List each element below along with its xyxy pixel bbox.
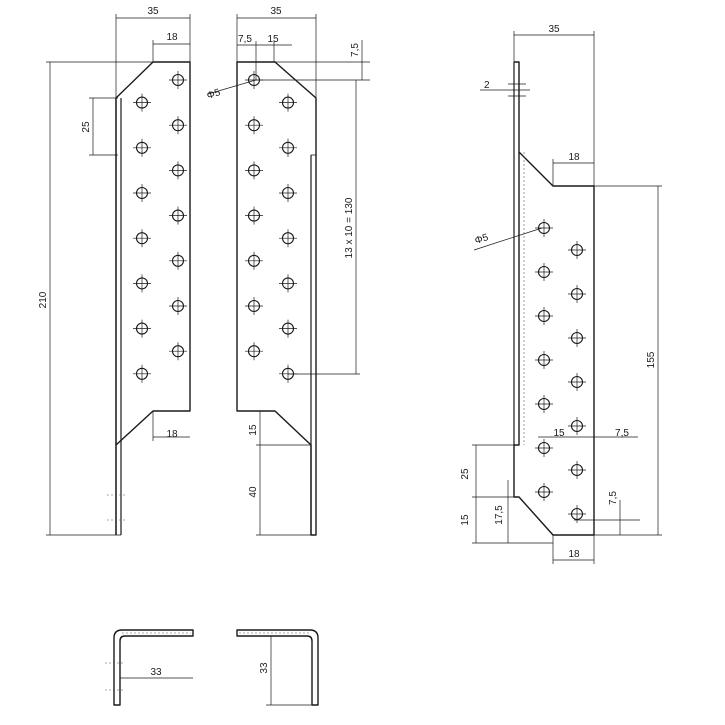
bolt-hole [535, 263, 553, 281]
bolt-hole [535, 351, 553, 369]
bolt-hole [169, 116, 187, 135]
dim-label-35: 35 [270, 6, 282, 17]
bolt-hole [568, 373, 586, 391]
top-view-left: 33 [105, 629, 194, 706]
dim-label-155: 155 [646, 351, 657, 368]
dim-label-15-side: 15 [460, 514, 471, 526]
bolt-hole [133, 319, 151, 338]
dim-label-33-right: 33 [259, 662, 270, 674]
bolt-hole [535, 307, 553, 325]
dim-label-pitch: 13 x 10 = 130 [344, 197, 355, 258]
bolt-hole [279, 138, 297, 157]
bolt-hole [568, 329, 586, 347]
angle-left-outline [113, 629, 194, 706]
bolt-hole [279, 184, 297, 202]
bolt-hole [535, 219, 553, 237]
dim-label-40: 40 [248, 486, 259, 498]
bolt-hole [279, 93, 297, 112]
bolt-hole [133, 93, 151, 112]
bolt-hole [245, 342, 263, 361]
plate-left-holes [133, 71, 187, 383]
dim-label-17-5: 17,5 [494, 505, 505, 525]
dim-label-18: 18 [166, 32, 178, 43]
bolt-hole [245, 161, 263, 180]
dim-label-35: 35 [147, 6, 159, 17]
plate-right-holes [245, 71, 297, 383]
dim-label-7-5-top: 7,5 [350, 43, 361, 57]
bolt-hole [568, 285, 586, 303]
leader-line [473, 227, 543, 251]
bolt-hole [169, 342, 187, 361]
dim-label-35: 35 [548, 24, 560, 35]
bolt-hole [279, 319, 297, 338]
dim-label-15: 15 [553, 428, 565, 439]
bolt-hole [169, 71, 187, 89]
bolt-hole [245, 206, 263, 225]
dim-label-7-5-bottom: 7,5 [608, 491, 619, 505]
dim-label-25: 25 [81, 121, 92, 133]
plate-left-outline [115, 61, 191, 535]
bolt-hole [169, 206, 187, 225]
dim-label-2: 2 [484, 80, 490, 91]
bolt-hole [133, 364, 151, 383]
bolt-hole [568, 461, 586, 479]
dim-label-18-bottom: 18 [166, 429, 178, 440]
dim-label-18: 18 [568, 152, 580, 163]
dim-label-7-5: 7,5 [615, 428, 629, 439]
bolt-hole [133, 229, 151, 248]
top-view-right: 33 [236, 629, 319, 706]
front-view-left: 35 18 25 210 18 [38, 6, 191, 536]
dim-label-15-bottom: 15 [248, 424, 259, 436]
dim-label-33: 33 [150, 667, 162, 678]
leader-line [207, 79, 257, 95]
bolt-hole [245, 116, 263, 135]
bolt-hole [133, 138, 151, 157]
bolt-hole [568, 241, 586, 259]
bolt-hole [535, 395, 553, 413]
side-plate-holes [535, 219, 586, 523]
bolt-hole [568, 505, 586, 523]
bolt-hole [535, 439, 553, 457]
bolt-hole [169, 161, 187, 180]
dim-label-18-bottom: 18 [568, 549, 580, 560]
angle-right-outline [236, 629, 319, 706]
bolt-hole [245, 251, 263, 270]
plate-right-outline [236, 61, 317, 536]
hole-diameter-label: Φ5 [206, 87, 223, 102]
bolt-hole [279, 229, 297, 248]
dim-label-210: 210 [38, 291, 49, 308]
dim-label-15: 15 [267, 34, 279, 45]
front-view-right: 35 7,5 15 7,5 13 x 10 = 130 Φ5 15 40 [206, 6, 370, 536]
bolt-hole [133, 184, 151, 202]
side-plate-outline [513, 61, 595, 536]
bolt-hole [133, 274, 151, 293]
dim-label-25: 25 [460, 468, 471, 480]
bolt-hole [535, 483, 553, 501]
bolt-hole [169, 251, 187, 270]
dim-label-7-5: 7,5 [238, 34, 252, 45]
hole-diameter-label: Φ5 [474, 232, 491, 247]
bolt-hole [245, 297, 263, 315]
bolt-hole [568, 417, 586, 435]
bolt-hole [169, 297, 187, 315]
side-view: 35 2 18 155 Φ5 15 7,5 25 15 17,5 7,5 18 [460, 24, 662, 564]
bolt-hole [279, 274, 297, 293]
